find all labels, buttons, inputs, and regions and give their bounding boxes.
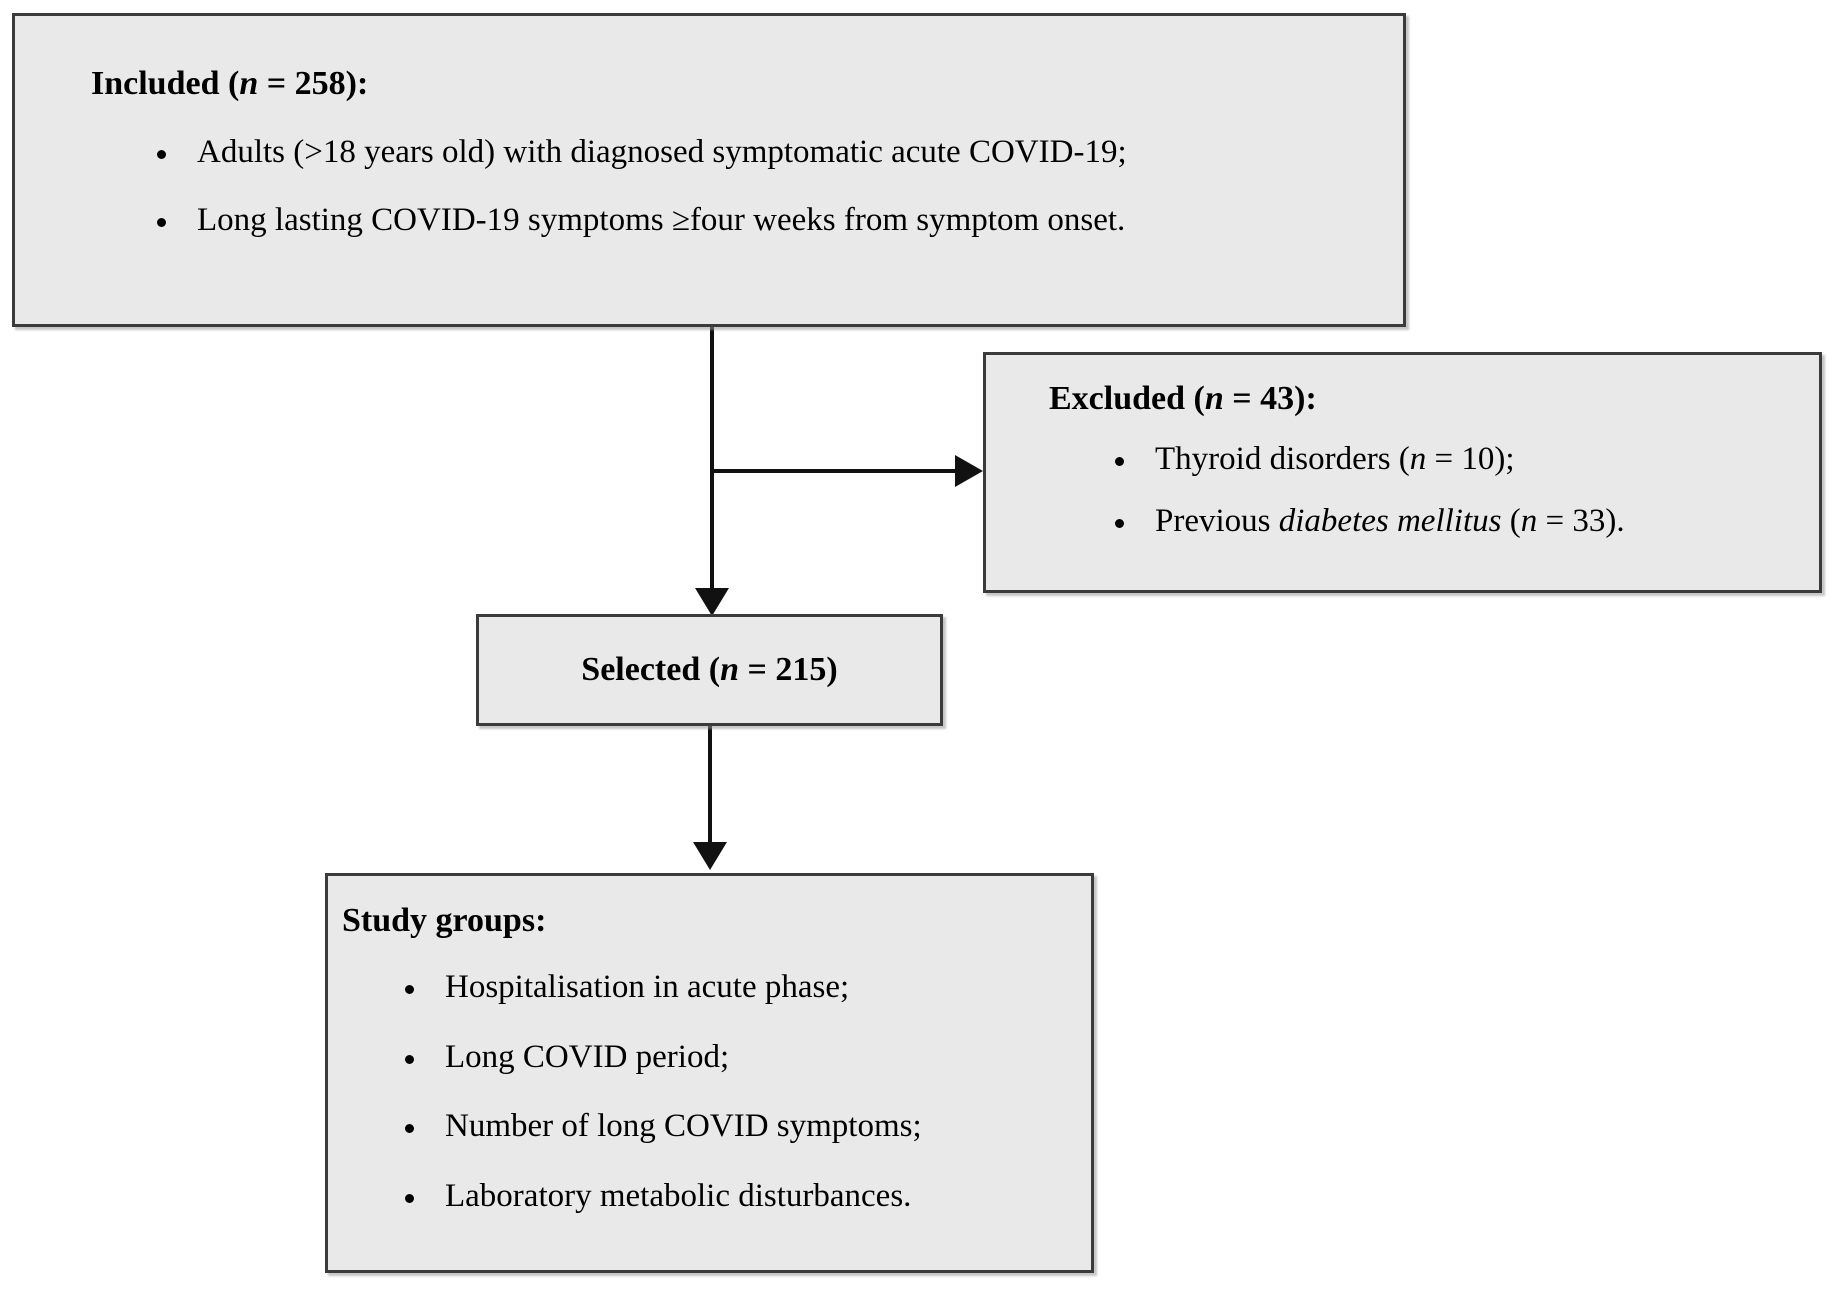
italic-n: n xyxy=(1409,441,1427,478)
node-study-groups-bullet-list: Hospitalisation in acute phase; Long COV… xyxy=(342,968,1091,1216)
bullet-dot-icon xyxy=(157,150,166,160)
bullet-dot-icon xyxy=(405,1194,414,1204)
italic-n-selected: n xyxy=(720,651,739,689)
node-included: Included (n = 258): Adults (>18 years ol… xyxy=(12,13,1406,327)
connector-vertical-lower xyxy=(708,726,712,849)
italic-n-excluded: n xyxy=(1204,380,1224,417)
list-item: Number of long COVID symptoms; xyxy=(405,1107,1091,1147)
arrowhead-right-to-excluded xyxy=(955,455,983,487)
node-study-groups-heading: Study groups: xyxy=(342,902,547,939)
node-selected: Selected (n = 215) xyxy=(476,614,943,726)
connector-vertical-spine xyxy=(710,327,714,604)
italic-n-included: n xyxy=(239,65,259,102)
bullet-dot-icon xyxy=(1115,518,1124,528)
bullet-dot-icon xyxy=(1115,457,1124,467)
node-selected-heading: Selected (n = 215) xyxy=(581,651,838,689)
bullet-dot-icon xyxy=(405,985,414,995)
list-item: Thyroid disorders (n = 10); xyxy=(1115,440,1819,480)
excluded-bullet-thyroid: Thyroid disorders (n = 10); xyxy=(1155,441,1515,478)
bullet-dot-icon xyxy=(405,1054,414,1064)
node-excluded-bullet-list: Thyroid disorders (n = 10); Previous dia… xyxy=(1049,440,1819,541)
bullet-dot-icon xyxy=(405,1124,414,1134)
list-item: Previous diabetes mellitus (n = 33). xyxy=(1115,502,1819,542)
list-item: Long COVID period; xyxy=(405,1038,1091,1078)
node-excluded-heading: Excluded (n = 43): xyxy=(1049,380,1317,417)
node-study-groups: Study groups: Hospitalisation in acute p… xyxy=(325,873,1094,1273)
node-included-heading: Included (n = 258): xyxy=(91,65,369,102)
italic-n: n xyxy=(1520,502,1538,539)
arrowhead-down-to-study-groups xyxy=(693,842,727,870)
bullet-dot-icon xyxy=(157,217,166,227)
excluded-bullet-diabetes: Previous diabetes mellitus (n = 33). xyxy=(1155,502,1625,539)
italic-diabetes-mellitus: diabetes mellitus xyxy=(1278,502,1502,539)
list-item: Long lasting COVID-19 symptoms ≥four wee… xyxy=(157,201,1403,241)
connector-horizontal-branch xyxy=(710,469,958,473)
list-item: Laboratory metabolic disturbances. xyxy=(405,1177,1091,1217)
node-included-bullet-list: Adults (>18 years old) with diagnosed sy… xyxy=(91,133,1403,240)
arrowhead-down-to-selected xyxy=(695,588,729,616)
list-item: Hospitalisation in acute phase; xyxy=(405,968,1091,1008)
node-excluded: Excluded (n = 43): Thyroid disorders (n … xyxy=(983,352,1822,593)
list-item: Adults (>18 years old) with diagnosed sy… xyxy=(157,133,1403,173)
